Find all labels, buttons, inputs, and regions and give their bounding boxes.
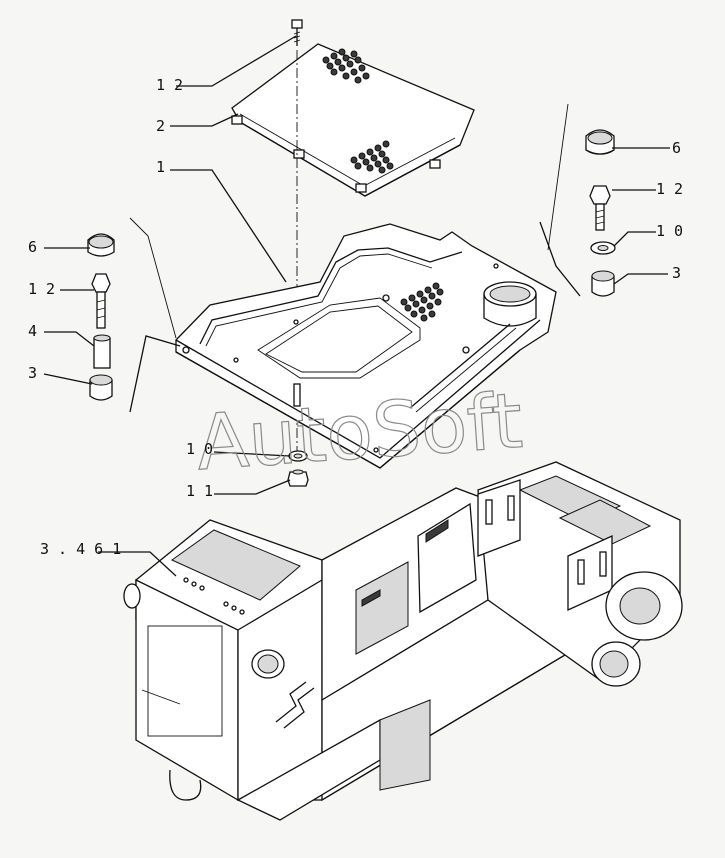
callout-3461: 3 . 4 6 1: [40, 540, 121, 558]
plug-left: [87, 233, 115, 257]
watermark: AutoSoft: [193, 376, 525, 488]
bolt-right: [589, 185, 611, 231]
perforation-patch-bottom: [350, 140, 394, 174]
nut-center: [287, 469, 309, 487]
callout-12-right: 1 2: [656, 180, 683, 198]
spacer-right: [591, 270, 615, 297]
callout-2: 2: [156, 117, 165, 135]
callout-12-top: 1 2: [156, 76, 183, 94]
callout-11: 1 1: [186, 482, 213, 500]
bolt-top: [291, 19, 303, 46]
washer-right: [590, 241, 616, 255]
sleeve-left: [93, 334, 111, 369]
callout-12-left: 1 2: [28, 280, 55, 298]
leader-lines: [43, 35, 670, 577]
callout-6-right: 6: [672, 139, 681, 157]
callout-6-left: 6: [28, 238, 37, 256]
callout-3-left: 3: [28, 364, 37, 382]
top-cover-plate: [231, 43, 475, 197]
main-frame: [123, 461, 683, 821]
floor-plate: [175, 223, 557, 469]
bolt-left: [91, 273, 111, 329]
callout-10-right: 1 0: [656, 222, 683, 240]
spacer-left: [89, 374, 113, 401]
callout-10-center: 1 0: [186, 440, 213, 458]
perforation-patch-top: [322, 48, 370, 84]
callout-4: 4: [28, 322, 37, 340]
callout-1: 1: [156, 158, 165, 176]
callout-3-right: 3: [672, 264, 681, 282]
floor-perforation-patch: [400, 282, 444, 322]
plug-right: [585, 129, 615, 155]
